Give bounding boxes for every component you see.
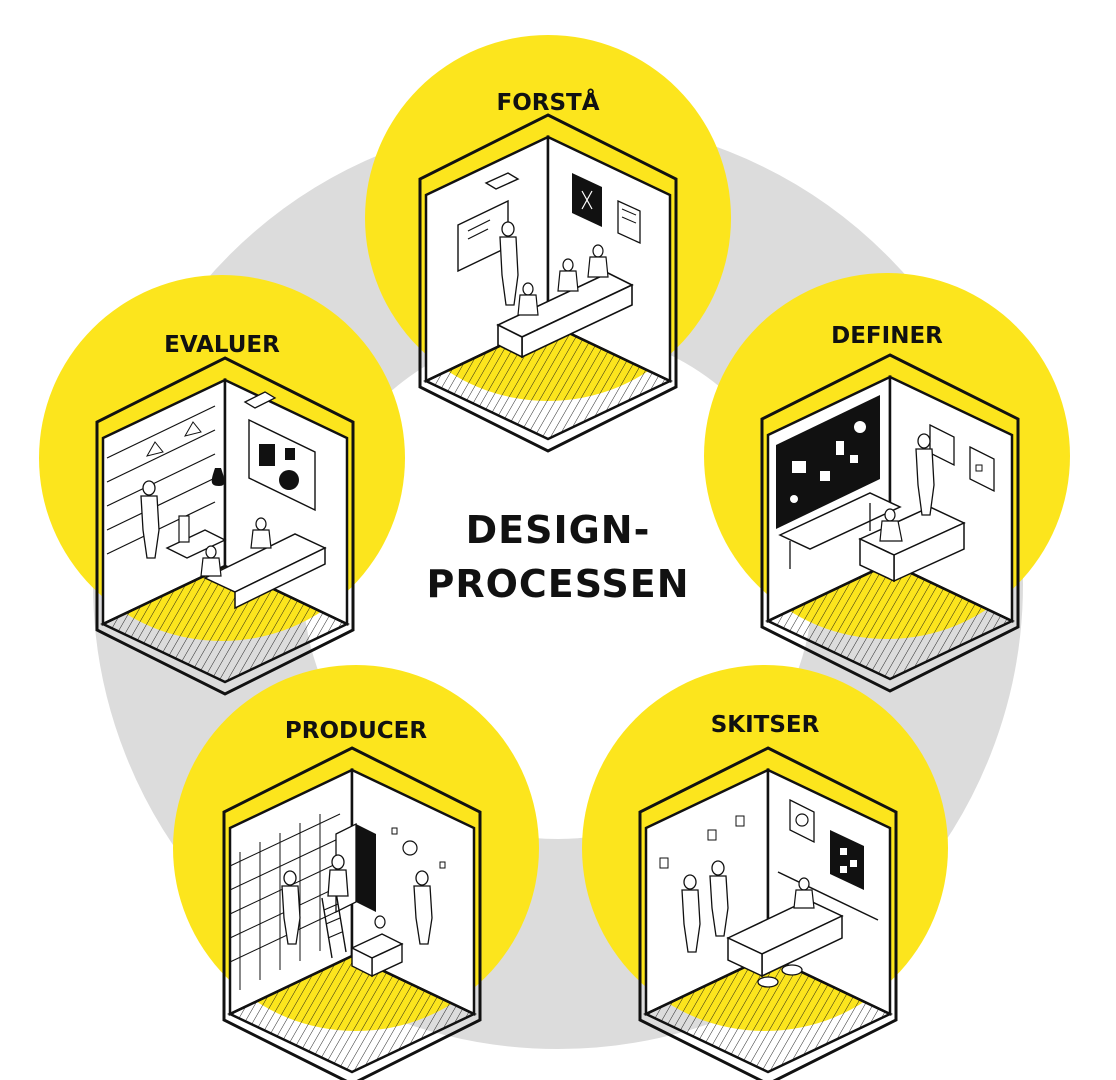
center-title: DESIGN- PROCESSEN	[426, 508, 689, 606]
stage-skitser-room-illustration	[638, 746, 898, 1080]
stage-definer: DEFINER	[704, 273, 1070, 693]
stage-definer-label: DEFINER	[831, 323, 943, 349]
stage-forsta: FORSTÅ	[365, 35, 731, 453]
center-title-line1: DESIGN-	[466, 508, 651, 552]
stage-producer-label: PRODUCER	[285, 718, 427, 744]
stage-producer: PRODUCER	[173, 665, 539, 1080]
stage-evaluer: EVALUER	[39, 275, 405, 696]
stage-forsta-room-illustration	[418, 113, 678, 453]
stage-skitser: SKITSER	[582, 665, 948, 1080]
stage-definer-room-illustration	[760, 353, 1020, 693]
center-title-line2: PROCESSEN	[426, 562, 689, 606]
stage-forsta-label: FORSTÅ	[496, 88, 599, 116]
stage-producer-room-illustration	[222, 746, 482, 1080]
stage-evaluer-label: EVALUER	[164, 332, 280, 358]
stage-skitser-label: SKITSER	[711, 712, 820, 738]
stage-evaluer-room-illustration	[95, 356, 355, 696]
